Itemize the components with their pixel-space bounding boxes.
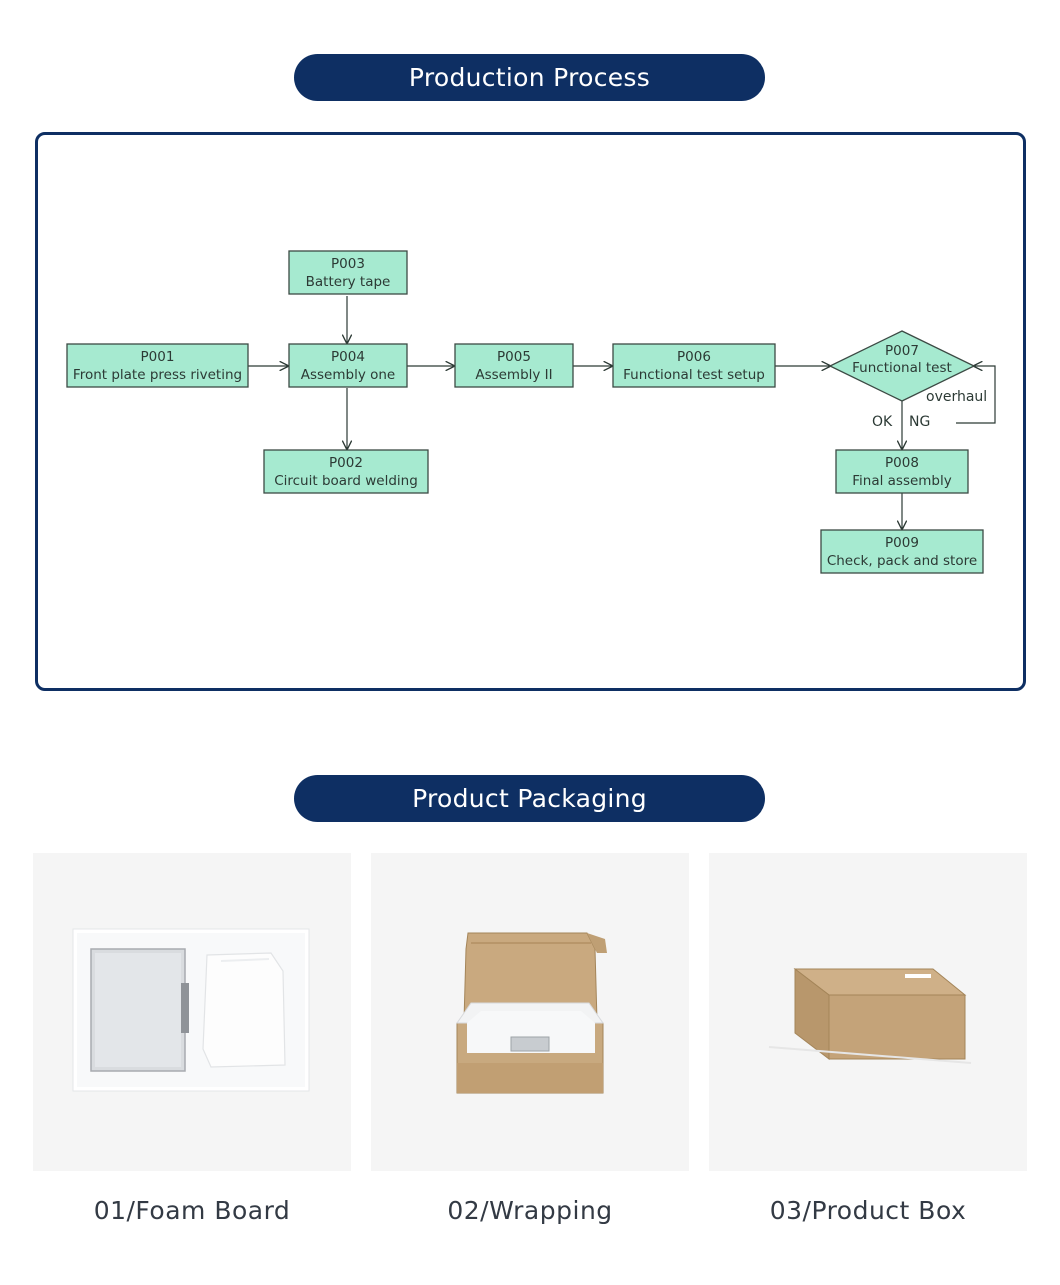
node-p002-label: Circuit board welding	[274, 473, 418, 489]
caption-product-box: 03/Product Box	[769, 1196, 967, 1225]
ng-label: NG	[909, 414, 930, 430]
node-p009: P009 Check, pack and store	[820, 529, 984, 574]
node-p009-label: Check, pack and store	[827, 553, 977, 569]
closed-box-photo	[768, 967, 972, 1064]
node-p003-code: P003	[331, 256, 365, 272]
foam-board-photo	[72, 928, 310, 1092]
node-p008-code: P008	[885, 455, 919, 471]
node-p008: P008 Final assembly	[835, 449, 969, 494]
ok-label: OK	[872, 414, 893, 430]
production-process-title: Production Process	[408, 63, 651, 92]
node-p005-label: Assembly II	[475, 367, 552, 383]
node-p002-code: P002	[329, 455, 363, 471]
process-flowchart: P001 Front plate press riveting P003 Bat…	[35, 132, 1026, 691]
caption-wrapping: 02/Wrapping	[447, 1196, 613, 1225]
caption-foam-board: 01/Foam Board	[93, 1196, 291, 1225]
node-p008-label: Final assembly	[852, 473, 952, 489]
product-packaging-header: Product Packaging	[294, 775, 765, 822]
flowchart-canvas: P001 Front plate press riveting P003 Bat…	[66, 250, 996, 574]
node-p007-label: Functional test	[852, 360, 952, 376]
node-p001: P001 Front plate press riveting	[66, 343, 249, 388]
node-p002: P002 Circuit board welding	[263, 449, 429, 494]
node-p003: P003 Battery tape	[288, 250, 408, 295]
open-box-photo	[456, 932, 607, 1094]
node-p005-code: P005	[497, 349, 531, 365]
node-p004-label: Assembly one	[301, 367, 395, 383]
node-p006-code: P006	[677, 349, 711, 365]
node-p007-code: P007	[885, 343, 919, 359]
product-packaging-title: Product Packaging	[412, 784, 647, 813]
production-process-header: Production Process	[294, 54, 765, 101]
node-p006: P006 Functional test setup	[612, 343, 776, 388]
node-p006-label: Functional test setup	[623, 367, 765, 383]
packaging-card-foam-board	[33, 853, 351, 1171]
node-p003-label: Battery tape	[306, 274, 391, 290]
overhaul-label: overhaul	[926, 389, 987, 405]
node-p007-decision: P007 Functional test	[828, 330, 976, 402]
node-p004: P004 Assembly one	[288, 343, 408, 388]
node-p001-code: P001	[141, 349, 175, 365]
node-p005: P005 Assembly II	[454, 343, 574, 388]
packaging-card-product-box	[709, 853, 1027, 1171]
node-p004-code: P004	[331, 349, 365, 365]
node-p009-code: P009	[885, 535, 919, 551]
edge-overhaul-loop	[956, 366, 996, 424]
node-p001-label: Front plate press riveting	[73, 367, 242, 383]
packaging-card-wrapping	[371, 853, 689, 1171]
